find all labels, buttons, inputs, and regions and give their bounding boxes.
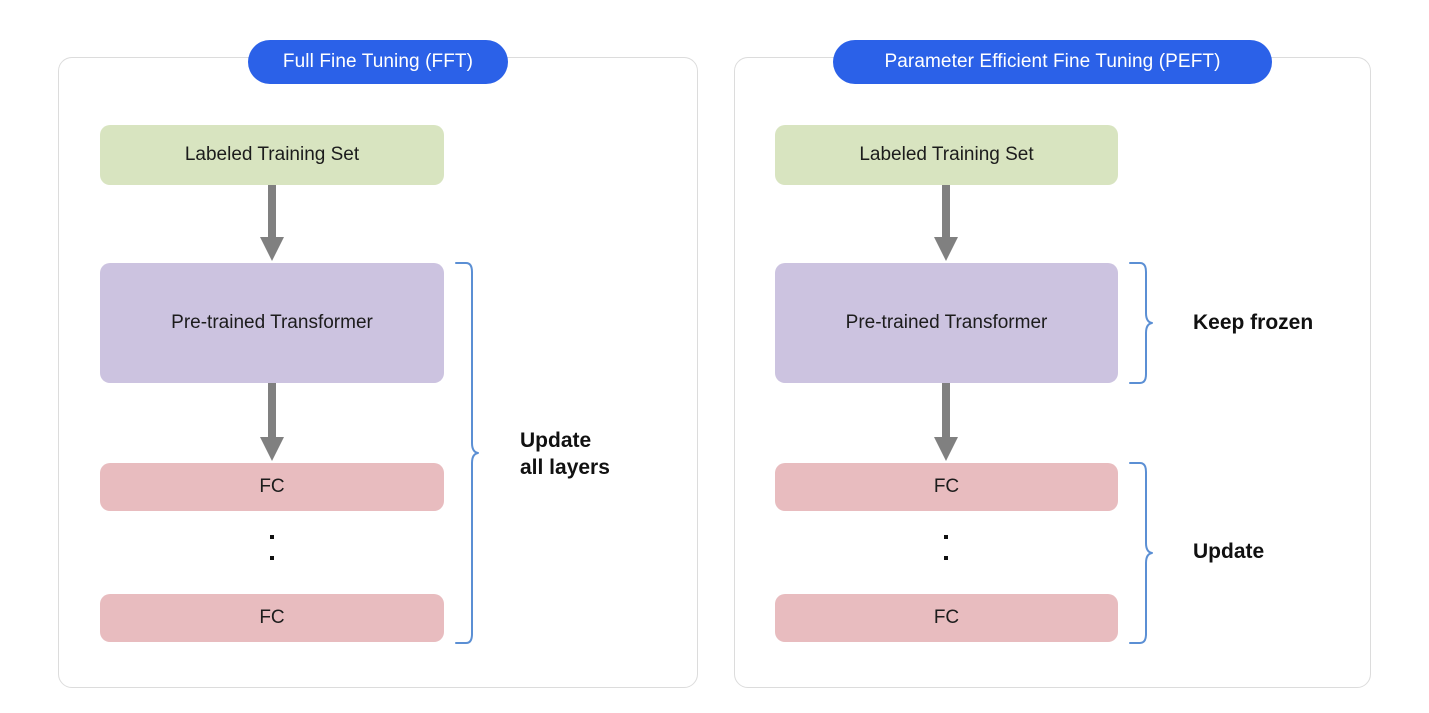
panel-title-peft: Parameter Efficient Fine Tuning (PEFT) (833, 40, 1272, 84)
fft-ellipsis-dots (262, 535, 282, 560)
peft-box-fc-first: FC (775, 463, 1118, 511)
peft-box-fc-last: FC (775, 594, 1118, 642)
peft-ellipsis-dots (936, 535, 956, 560)
peft-box-labeled-training-set: Labeled Training Set (775, 125, 1118, 185)
peft-annotation-keep-frozen: Keep frozen (1193, 311, 1314, 334)
fft-box-fc-first: FC (100, 463, 444, 511)
fft-box-labeled-training-set: Labeled Training Set (100, 125, 444, 185)
fft-box-fc-last: FC (100, 594, 444, 642)
panel-title-fft: Full Fine Tuning (FFT) (248, 40, 508, 84)
fft-box-pretrained-transformer: Pre-trained Transformer (100, 263, 444, 383)
peft-annotation-update: Update (1193, 540, 1265, 563)
fft-annotation-update-all-layers: Update all layers (520, 429, 610, 479)
peft-box-pretrained-transformer: Pre-trained Transformer (775, 263, 1118, 383)
